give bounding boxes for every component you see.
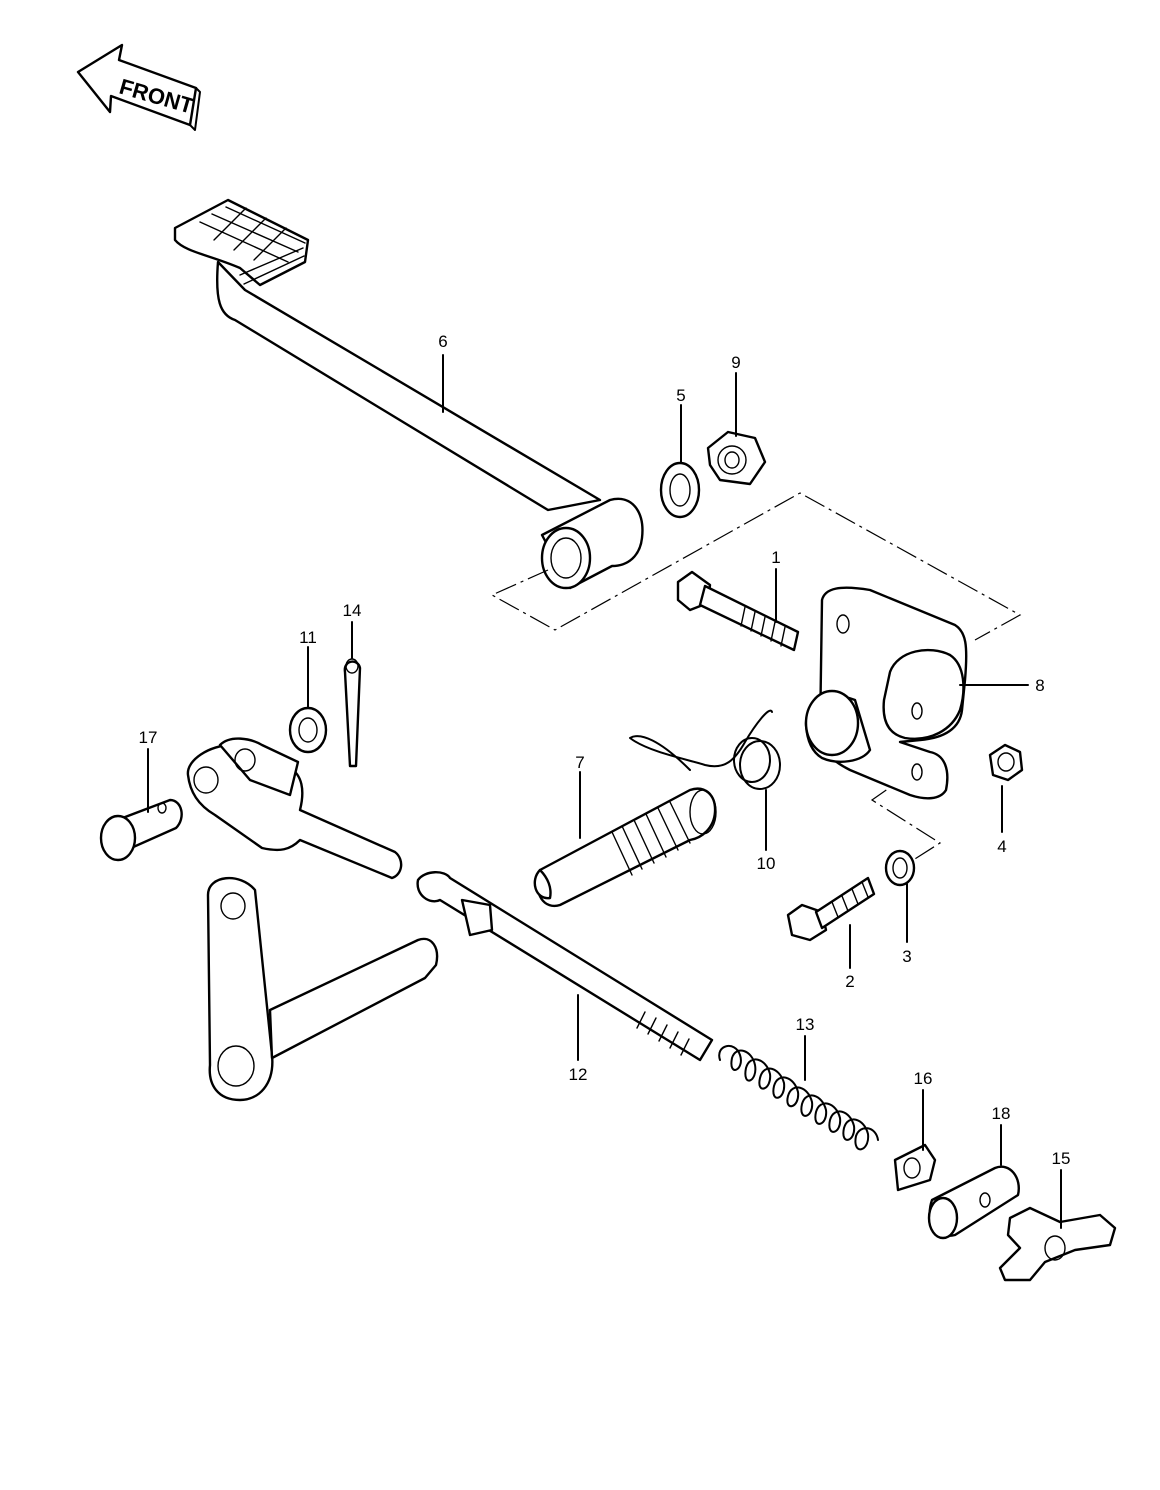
clevis-washer: [288, 706, 328, 754]
adjusting-wing-nut: [998, 1206, 1117, 1282]
pedal-shaft: [533, 787, 717, 908]
callout-8: 8: [1035, 676, 1044, 695]
brake-pedal: [173, 198, 644, 590]
bolt: [786, 876, 876, 942]
callout-3: 3: [902, 947, 911, 966]
joint-pin: [927, 1165, 1020, 1240]
callout-1: 1: [771, 548, 780, 567]
leader-lines: [147, 354, 1062, 1229]
brake-rod: [416, 871, 714, 1062]
assembly-line-pedal: [490, 492, 1022, 641]
callout-4: 4: [997, 837, 1006, 856]
callout-2: 2: [845, 972, 854, 991]
callout-15: 15: [1052, 1149, 1071, 1168]
lock-nut: [706, 430, 767, 486]
callout-18: 18: [992, 1104, 1011, 1123]
callout-11: 11: [299, 628, 317, 647]
callout-7: 7: [575, 753, 584, 772]
pedal-bracket: [804, 586, 1029, 800]
rod-spring: [718, 1045, 879, 1151]
brake-cam-lever: [206, 876, 439, 1102]
callout-9: 9: [731, 353, 740, 372]
front-arrow-icon: FRONT: [76, 43, 201, 131]
bracket-bolt: [676, 570, 800, 652]
wing-nut-washer: [893, 1143, 937, 1192]
callout-14: 14: [343, 601, 362, 620]
callout-5: 5: [676, 386, 685, 405]
clevis-pin: [99, 798, 183, 862]
callout-6: 6: [438, 332, 447, 351]
callout-16: 16: [914, 1069, 933, 1088]
callout-17: 17: [139, 728, 158, 747]
return-spring: [629, 709, 781, 790]
callout-13: 13: [796, 1015, 815, 1034]
washer: [659, 461, 701, 519]
cotter-pin: [343, 658, 362, 768]
callout-12: 12: [569, 1065, 588, 1084]
assembly-line-bolt: [870, 769, 942, 863]
callout-10: 10: [757, 854, 776, 873]
lock-washer: [884, 849, 916, 887]
brake-rod-clevis: [186, 737, 403, 880]
bracket-nut: [988, 743, 1024, 782]
